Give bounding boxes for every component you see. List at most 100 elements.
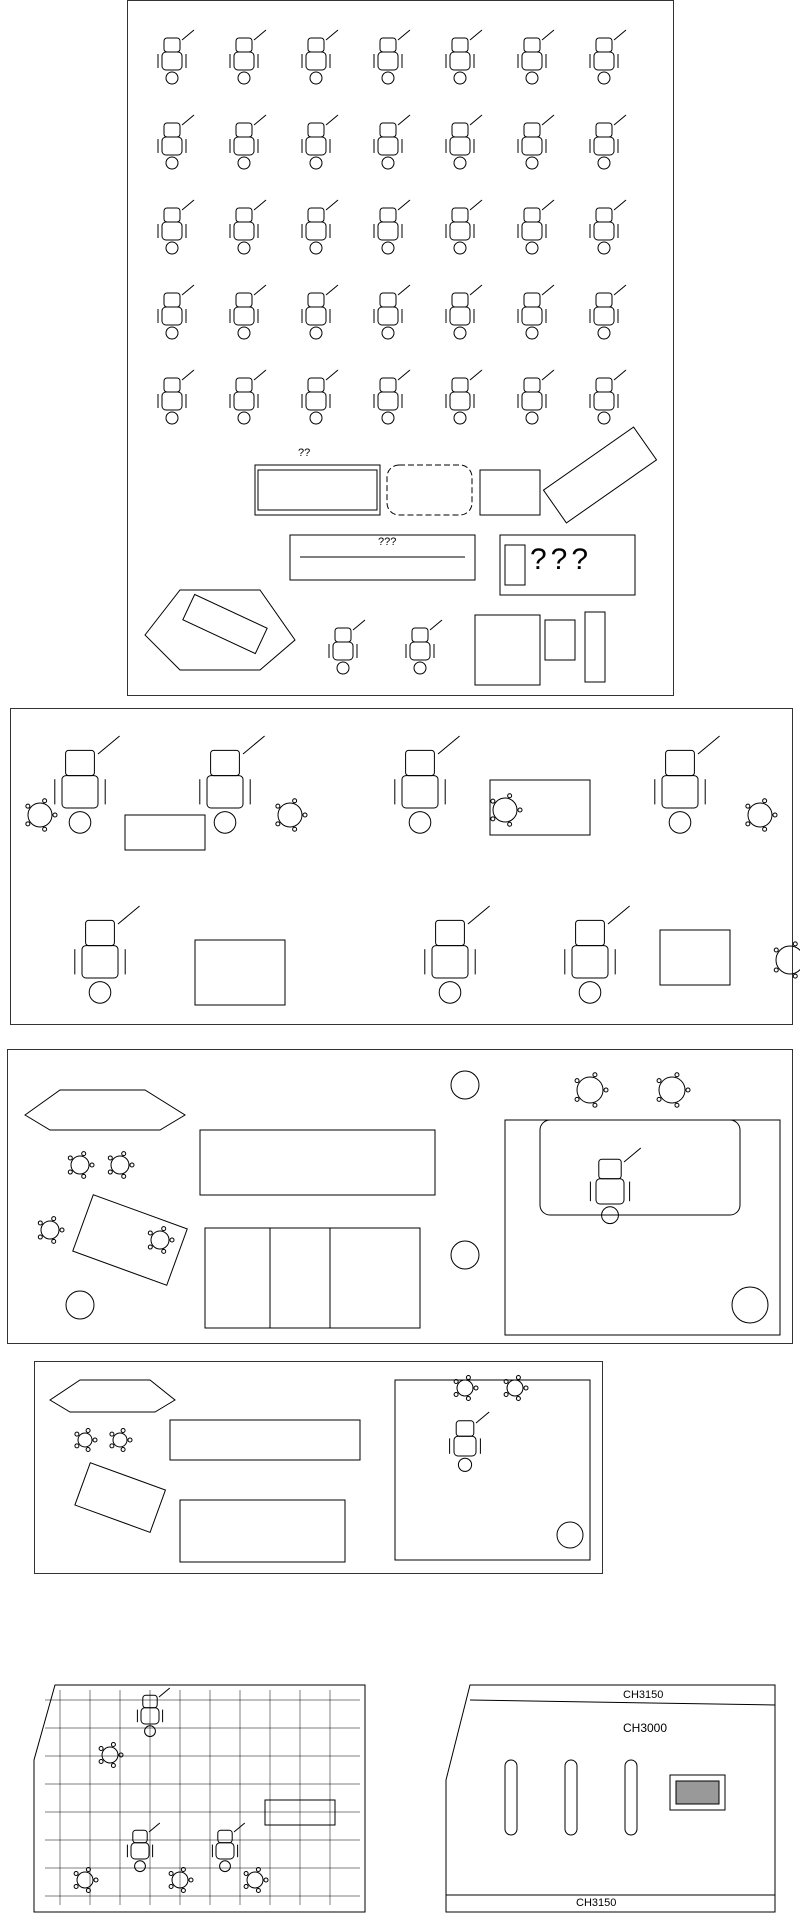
- dental-chair-symbol: [301, 199, 339, 255]
- caster-symbol: [109, 1443, 115, 1449]
- caster-symbol: [85, 1447, 91, 1453]
- dental-chair-symbol: [449, 1411, 490, 1472]
- caster-symbol: [745, 821, 751, 827]
- caster-symbol: [465, 1375, 471, 1381]
- desk-symbol: [124, 814, 206, 851]
- caster-symbol: [515, 1395, 521, 1401]
- caster-symbol: [656, 1096, 662, 1102]
- caster-symbol: [762, 798, 768, 804]
- caster-symbol: [762, 826, 768, 832]
- ceiling-step-line: [469, 1699, 776, 1706]
- dental-chair-symbol: [74, 905, 140, 1004]
- caster-symbol: [37, 1220, 43, 1226]
- equipment-blocks-panel: [127, 0, 674, 696]
- dental-chair-symbol: [54, 735, 120, 834]
- ceiling-light-fixture: [564, 1759, 578, 1836]
- caster-symbol: [110, 1762, 116, 1768]
- dental-chair-symbol: [229, 199, 267, 255]
- caster-symbol: [121, 1173, 127, 1179]
- caster-symbol: [792, 973, 798, 979]
- caster-symbol: [107, 1155, 113, 1161]
- cabinet-dashed: [386, 464, 473, 516]
- dental-chair-symbol: [328, 619, 366, 675]
- caster-symbol: [517, 807, 523, 813]
- partition: [269, 1227, 331, 1329]
- caster-symbol: [147, 1230, 153, 1236]
- desk-symbol: [254, 464, 381, 516]
- desk-symbol: [264, 1799, 336, 1826]
- xray-unit: [542, 426, 658, 524]
- dental-chair-symbol: [199, 735, 265, 834]
- caster-symbol: [656, 1078, 662, 1084]
- caster-symbol: [473, 1385, 479, 1391]
- caster-symbol: [121, 1151, 127, 1157]
- caster-symbol: [603, 1087, 609, 1093]
- dental-chair-symbol: [301, 29, 339, 85]
- dental-chair-symbol: [589, 199, 627, 255]
- dental-chair-symbol: [136, 1687, 171, 1738]
- round-table: [65, 1290, 95, 1320]
- caster-symbol: [67, 1155, 73, 1161]
- caster-symbol: [465, 1395, 471, 1401]
- caster-symbol: [52, 812, 58, 818]
- caster-symbol: [263, 1877, 269, 1883]
- desk-symbol: [194, 939, 286, 1006]
- caster-symbol: [685, 1087, 691, 1093]
- elevation-views-panel: [10, 708, 793, 1025]
- dental-chair-symbol: [589, 284, 627, 340]
- ceiling-panel: [669, 1774, 726, 1811]
- caster-symbol: [490, 816, 496, 822]
- caster-symbol: [188, 1877, 194, 1883]
- caster-symbol: [515, 1375, 521, 1381]
- dental-chair-symbol: [229, 369, 267, 425]
- caster-symbol: [42, 826, 48, 832]
- dental-chair-symbol: [517, 29, 555, 85]
- caster-symbol: [161, 1226, 167, 1232]
- chair-top-view: [182, 593, 268, 655]
- caster-symbol: [180, 1867, 186, 1873]
- dental-chair-symbol: [373, 114, 411, 170]
- stool-symbol: [277, 802, 303, 828]
- desk-symbol: [544, 619, 576, 661]
- stool-symbol: [40, 1220, 60, 1240]
- caster-symbol: [592, 1102, 598, 1108]
- dental-chair-symbol: [211, 1822, 246, 1873]
- caster-symbol: [67, 1169, 73, 1175]
- label-triple-question-large: ???: [530, 543, 593, 576]
- caster-symbol: [674, 1102, 680, 1108]
- dental-chair-symbol: [157, 369, 195, 425]
- caster-symbol: [59, 1227, 65, 1233]
- stool-symbol: [171, 1871, 189, 1889]
- caster-symbol: [574, 1096, 580, 1102]
- dental-chair-symbol: [157, 29, 195, 85]
- dental-chair-symbol: [126, 1822, 161, 1873]
- caster-symbol: [161, 1248, 167, 1254]
- dental-chair-symbol: [589, 29, 627, 85]
- caster-symbol: [523, 1385, 529, 1391]
- caster-symbol: [127, 1437, 133, 1443]
- desk-symbol: [257, 469, 378, 511]
- caster-symbol: [592, 1072, 598, 1078]
- caster-symbol: [120, 1447, 126, 1453]
- caster-symbol: [120, 1427, 126, 1433]
- caster-symbol: [168, 1871, 174, 1877]
- desk-symbol: [499, 534, 636, 596]
- clinic-room-inner: [539, 1119, 741, 1216]
- dental-chair-symbol: [517, 114, 555, 170]
- ceiling-panel-hatch: [675, 1780, 720, 1805]
- desk-symbol: [584, 611, 606, 683]
- caster-symbol: [37, 1234, 43, 1240]
- caster-symbol: [147, 1244, 153, 1250]
- dental-chair-symbol: [157, 284, 195, 340]
- caster-symbol: [507, 793, 513, 799]
- caster-symbol: [110, 1742, 116, 1748]
- dental-chair-symbol: [445, 29, 483, 85]
- dental-chair-symbol: [517, 284, 555, 340]
- dental-chair-symbol: [517, 199, 555, 255]
- caster-symbol: [507, 821, 513, 827]
- caster-symbol: [772, 812, 778, 818]
- reception-desk: [49, 1379, 176, 1413]
- caster-symbol: [118, 1752, 124, 1758]
- caster-symbol: [42, 798, 48, 804]
- caster-symbol: [74, 1443, 80, 1449]
